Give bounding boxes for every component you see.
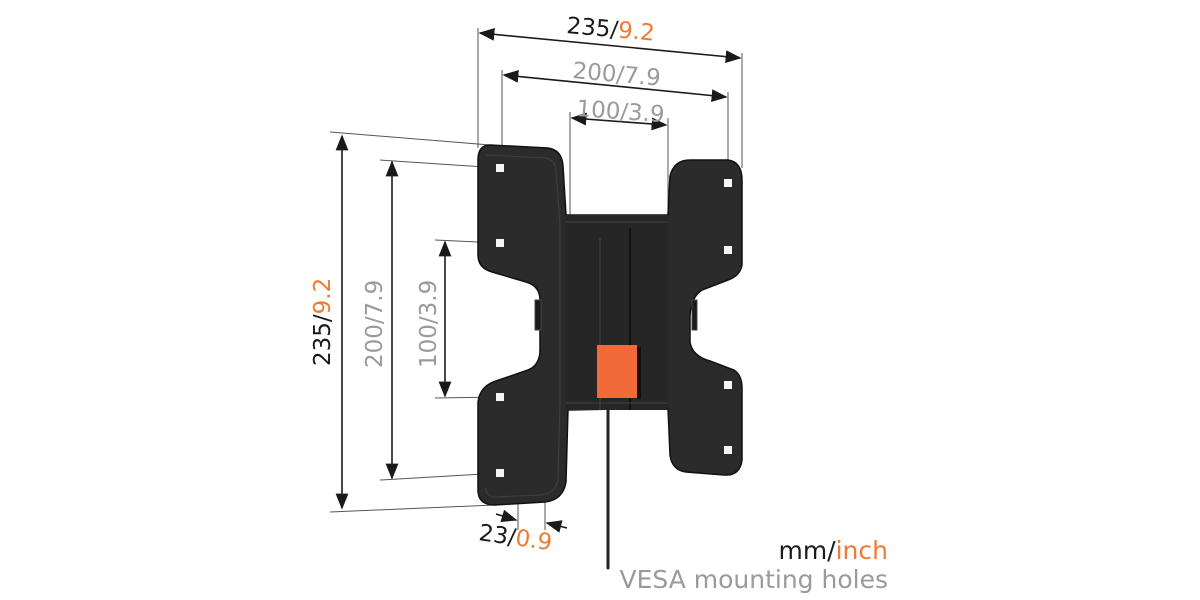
brand-label-icon <box>597 345 637 398</box>
height-outer-label: 235/9.2 <box>310 278 336 366</box>
height-vesa-max-label: 200/7.9 <box>362 280 388 368</box>
unit-legend: mm/inch <box>778 536 888 565</box>
dimension-arrows <box>335 28 742 533</box>
depth-label: 23/0.9 <box>477 520 554 556</box>
height-vesa-min-label: 100/3.9 <box>416 280 442 368</box>
width-outer-label: 235/9.2 <box>565 13 655 47</box>
width-vesa-min-label: 100/3.9 <box>576 96 666 128</box>
wall-bracket <box>477 144 743 570</box>
vesa-holes <box>496 164 732 477</box>
width-vesa-max-label: 200/7.9 <box>571 58 661 92</box>
vesa-caption: VESA mounting holes <box>619 565 888 594</box>
